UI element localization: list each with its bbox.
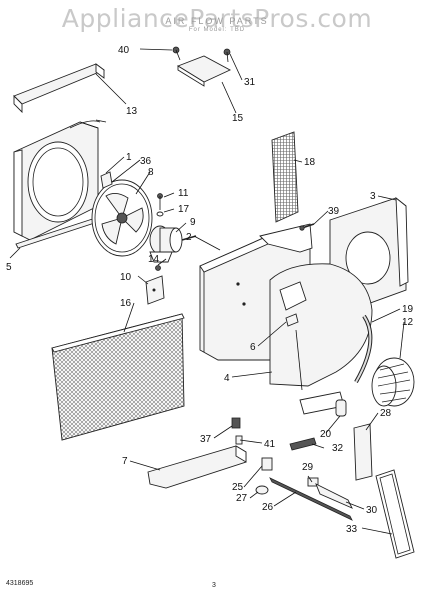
callout-40: 40 [118, 45, 130, 56]
part-17-washer [156, 211, 164, 217]
part-20-roller [335, 399, 347, 417]
part-36-clip [100, 171, 113, 189]
callout-8: 8 [148, 167, 154, 178]
part-40-screw [172, 46, 181, 61]
callout-5: 5 [6, 262, 12, 273]
watermark: AppliancePartsPros.com [61, 4, 373, 33]
part-33-gasket-frame [375, 469, 415, 559]
callout-4: 4 [224, 373, 230, 384]
callout-31: 31 [244, 77, 256, 88]
part-18-filter [271, 131, 299, 223]
diagram-title: AIR FLOW PARTS [165, 16, 269, 26]
part-19-strap [354, 314, 373, 383]
part-15-cover-plate [176, 55, 232, 87]
callout-32: 32 [332, 443, 344, 454]
callout-16: 16 [120, 298, 132, 309]
part-4-blower-housing [269, 263, 373, 415]
part-39-screw [299, 223, 315, 231]
callout-28: 28 [380, 408, 392, 419]
callout-18: 18 [304, 157, 316, 168]
callout-13: 13 [126, 106, 138, 117]
callout-12: 12 [402, 317, 414, 328]
callout-26: 26 [262, 502, 274, 513]
part-25-grommet [261, 457, 273, 471]
part-16-mesh-filter [51, 313, 185, 441]
part-8-fan-blade [91, 179, 153, 257]
part-28-upright [353, 423, 373, 481]
part-29-clip [307, 477, 319, 487]
callout-19: 19 [402, 304, 414, 315]
callout-15: 15 [232, 113, 244, 124]
page-number: 3 [212, 582, 216, 589]
part-10-motor-bracket [145, 275, 165, 305]
part-9-motor [149, 225, 197, 263]
callout-20: 20 [320, 429, 332, 440]
callout-10: 10 [120, 272, 132, 283]
callout-2: 2 [186, 232, 192, 243]
callout-27: 27 [236, 493, 248, 504]
part-27-plug [255, 485, 269, 495]
part-11-bolt [157, 193, 163, 210]
callout-25: 25 [232, 482, 244, 493]
callout-36: 36 [140, 156, 152, 167]
part-30-bracket [315, 483, 353, 509]
callout-41: 41 [264, 439, 276, 450]
leader-lines [9, 48, 405, 535]
diagram-subtitle: For Model: TBD [188, 27, 246, 33]
callout-33: 33 [346, 524, 358, 535]
callout-30: 30 [366, 505, 378, 516]
callout-29: 29 [302, 462, 314, 473]
part-32-drain-strip [289, 437, 317, 451]
part-13-top-bracket [13, 63, 105, 114]
callout-labels: 40 31 13 15 1 36 8 11 17 9 2 14 10 16 5 … [6, 45, 414, 535]
part-7-drain-pan [147, 445, 247, 489]
part-26-long-rail [269, 477, 353, 521]
document-code: 4318695 [6, 580, 34, 587]
callout-1: 1 [126, 152, 132, 163]
part-37-screw [231, 417, 241, 429]
part-31-screw [223, 48, 231, 63]
callout-17: 17 [178, 204, 190, 215]
callout-3: 3 [370, 191, 376, 202]
callout-14: 14 [148, 254, 160, 265]
part-12-blower-wheel [371, 357, 415, 407]
part-14-nut [155, 265, 161, 271]
callout-37: 37 [200, 434, 212, 445]
callout-39: 39 [328, 206, 340, 217]
callout-9: 9 [190, 217, 196, 228]
part-orifice-panel [13, 119, 107, 241]
part-6-bracket [285, 313, 299, 327]
callout-7: 7 [122, 456, 128, 467]
callout-11: 11 [178, 188, 189, 199]
callout-6: 6 [250, 342, 256, 353]
